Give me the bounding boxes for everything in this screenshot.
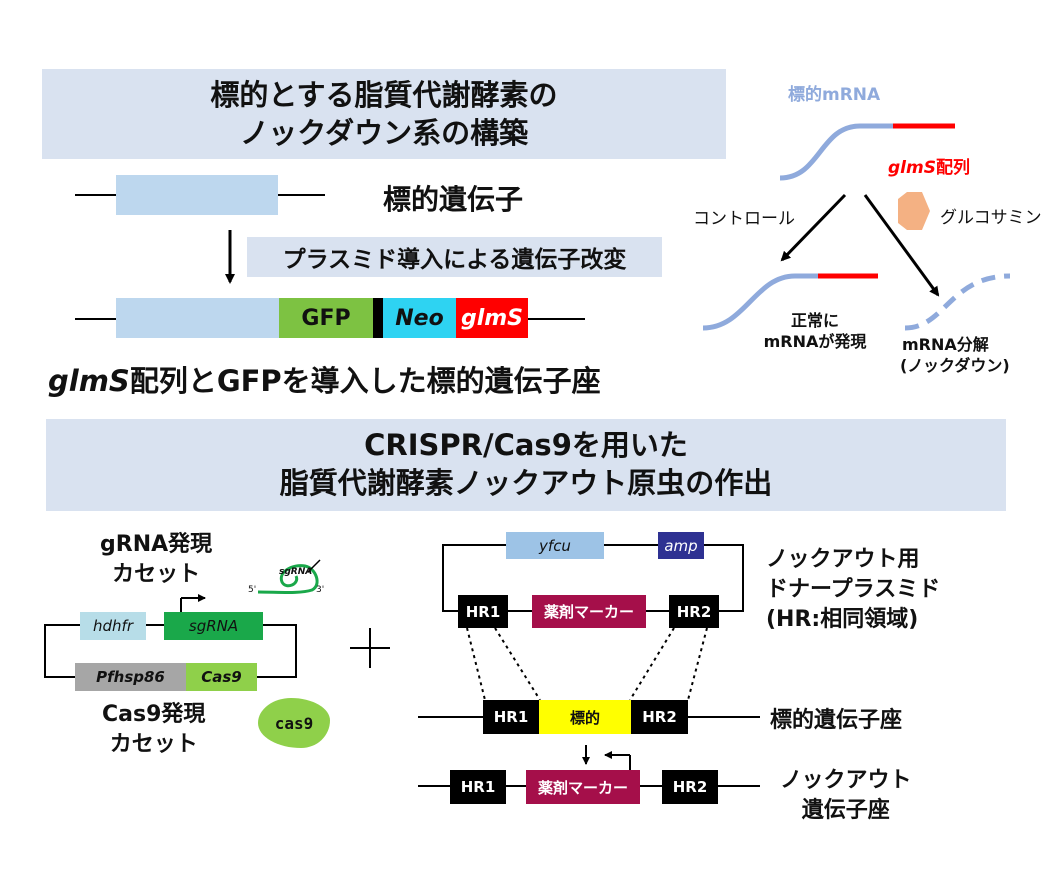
normal-expression-label: 正常に mRNAが発現: [752, 310, 878, 352]
knockdown-title-banner: 標的とする脂質代謝酵素の ノックダウン系の構築: [42, 69, 726, 159]
donor-line2: ドナープラスミド: [766, 577, 941, 602]
donor-hr2-box: HR2: [669, 595, 719, 628]
yfcu-box: yfcu: [506, 532, 604, 559]
ko-hr1-box: HR1: [450, 770, 506, 804]
sgrna-hairpin-icon: [257, 564, 319, 594]
modified-gene-box: [116, 298, 279, 338]
knockdown-title-line1: 標的とする脂質代謝酵素の: [210, 78, 558, 112]
target-gene-box: [116, 175, 278, 215]
caption-rest: 配列とGFPを導入した標的遺伝子座: [129, 364, 601, 398]
glms-segment: glmS: [456, 298, 528, 338]
glms-sequence-rest: 配列: [935, 158, 970, 178]
normal-mrna-curve: [702, 273, 818, 331]
ko-line2: 遺伝子座: [801, 798, 890, 823]
sgrna-icon-label: sgRNA: [279, 567, 313, 577]
knockout-title-line2: 脂質代謝酵素ノックアウト原虫の作出: [279, 466, 773, 500]
grna-cassette-label: gRNA発現 カセット: [100, 530, 212, 590]
control-label: コントロール: [693, 209, 795, 229]
grna-line2: カセット: [112, 562, 201, 587]
glucosamine-arrow: [863, 194, 940, 297]
locus-hr2-box: HR2: [631, 700, 688, 734]
three-prime-label: 3': [316, 585, 325, 595]
cas9-line2: カセット: [109, 732, 198, 757]
ko-line1: ノックアウト: [780, 768, 912, 793]
neo-segment: Neo: [383, 298, 456, 338]
knockdown-caption: glmS配列とGFPを導入した標的遺伝子座: [48, 358, 601, 400]
plasmid-step-banner: プラスミド導入による遺伝子改変: [247, 237, 662, 277]
glms-sequence-italic: glmS: [888, 158, 936, 178]
knockout-title-banner: CRISPR/Cas9を用いた 脂質代謝酵素ノックアウト原虫の作出: [46, 419, 1006, 511]
target-mrna-curve: [779, 123, 893, 181]
normal-line1: 正常に: [790, 311, 839, 330]
ko-hr2-box: HR2: [662, 770, 718, 804]
cas9-line1: Cas9発現: [102, 702, 206, 727]
sgrna-box: sgRNA: [164, 612, 263, 640]
hdhfr-box: hdhfr: [80, 612, 146, 640]
cas9-cassette-label: Cas9発現 カセット: [102, 700, 205, 760]
knockout-title-line1: CRISPR/Cas9を用いた: [364, 428, 688, 462]
pfhsp86-box: Pfhsp86: [75, 663, 186, 691]
five-prime-label: 5': [248, 585, 257, 595]
target-gene-label: 標的遺伝子: [383, 183, 524, 216]
donor-marker-box: 薬剤マーカー: [532, 595, 646, 628]
donor-line1: ノックアウト用: [766, 547, 920, 572]
degraded-mrna-curve: [904, 273, 1011, 331]
donor-hr1-box: HR1: [458, 595, 508, 628]
homologous-recombination-lines: [466, 627, 708, 701]
donor-line3: (HR:相同領域): [766, 607, 919, 632]
donor-plasmid-label: ノックアウト用 ドナープラスミド (HR:相同領域): [766, 545, 940, 635]
glucosamine-label: グルコサミン: [940, 208, 1042, 228]
ko-marker-box: 薬剤マーカー: [526, 770, 640, 804]
degradation-label: mRNA分解 (ノックダウン): [900, 334, 1010, 376]
normal-line2: mRNAが発現: [763, 332, 867, 351]
linker-segment: [373, 298, 383, 338]
caption-glms: glmS: [48, 364, 130, 398]
degrade-line1: mRNA分解: [902, 335, 989, 354]
locus-hr1-box: HR1: [483, 700, 539, 734]
amp-box: amp: [658, 532, 704, 559]
target-mrna-label: 標的mRNA: [788, 85, 881, 105]
cas9-box: Cas9: [186, 663, 257, 691]
glucosamine-icon: [898, 192, 930, 230]
degrade-line2: (ノックダウン): [900, 356, 1010, 375]
target-locus-label: 標的遺伝子座: [770, 708, 903, 733]
locus-target-box: 標的: [539, 700, 631, 734]
grna-line1: gRNA発現: [100, 532, 213, 557]
cas9-protein-icon: cas9: [258, 698, 330, 748]
glms-sequence-label: glmS配列: [888, 153, 970, 178]
knockdown-title-line2: ノックダウン系の構築: [239, 116, 529, 150]
knockout-locus-label: ノックアウト 遺伝子座: [780, 766, 912, 826]
control-arrow: [780, 193, 847, 262]
gfp-segment: GFP: [279, 298, 373, 338]
